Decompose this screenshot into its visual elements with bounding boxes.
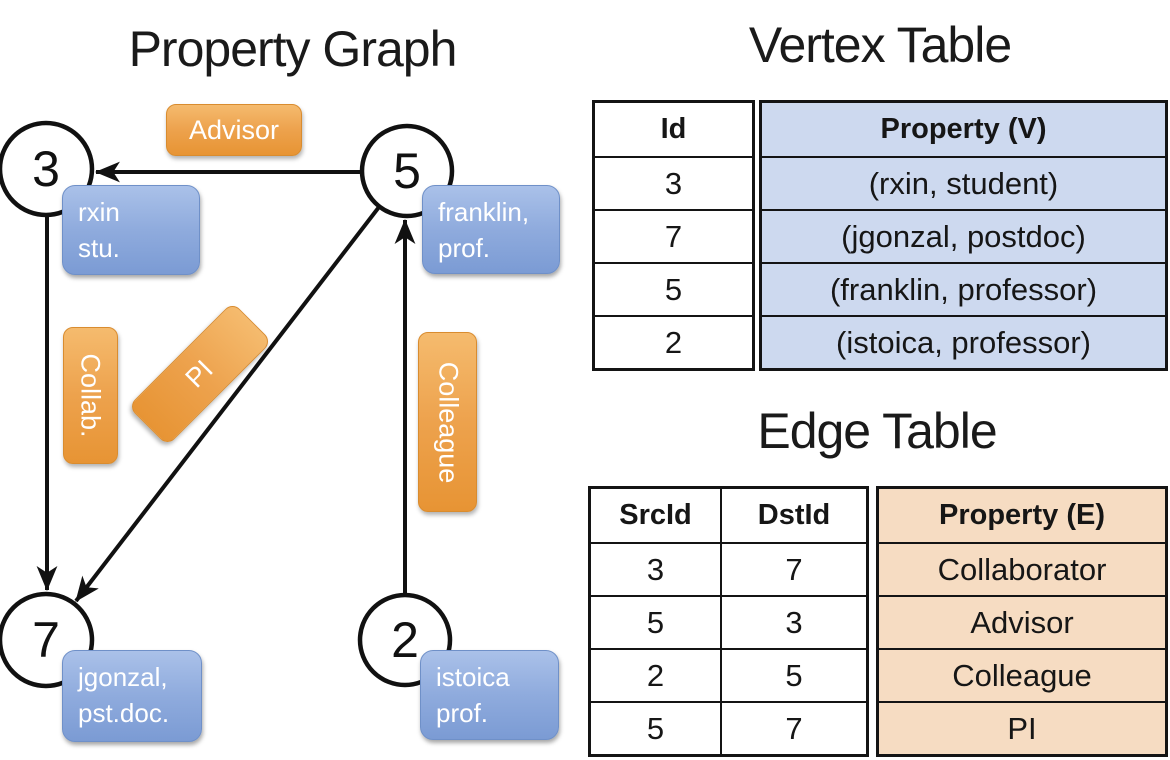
table-row: 2 5 [591,648,866,701]
vertex-label-7: jgonzal, pst.doc. [62,650,202,742]
vertex-label-3: rxin stu. [62,185,200,275]
table-cell: (jgonzal, postdoc) [762,209,1165,262]
vertex-label-2: istoica prof. [420,650,559,740]
vertex-label-3-line2: stu. [78,233,120,263]
table-cell: 5 [646,604,665,640]
vertex-table-property-column: Property (V) (rxin, student) (jgonzal, p… [759,100,1168,371]
table-cell: (franklin, professor) [762,262,1165,315]
vertex-label-3-line1: rxin [78,197,120,227]
vertex-id-3: 3 [32,141,60,197]
table-cell: Advisor [879,595,1165,648]
edge-label-colleague-text: Colleague [433,361,463,483]
table-cell: 7 [595,209,752,262]
vertex-id-7: 7 [32,612,60,668]
vertex-label-2-line1: istoica [436,662,510,692]
table-cell: 3 [720,597,866,648]
edge-table-id-columns: SrcId DstId 3 7 5 3 2 5 5 7 [588,486,869,757]
vertex-label-7-line2: pst.doc. [78,698,170,728]
table-cell: Collaborator [879,542,1165,595]
table-cell: 7 [720,703,866,754]
table-cell: 3 [646,551,665,587]
table-cell: 2 [595,315,752,368]
vertex-table-title: Vertex Table [748,17,1012,73]
vertex-label-2-line2: prof. [436,698,489,728]
table-cell: Colleague [879,648,1165,701]
vertex-id-2: 2 [391,612,419,668]
vertex-label-5-line1: franklin, [438,197,530,227]
table-row: 5 3 [591,595,866,648]
edge-label-collab-text: Collab. [76,353,107,438]
vertex-id-5: 5 [393,143,421,199]
table-row: SrcId DstId [591,489,866,542]
table-cell: 7 [720,544,866,595]
vertex-label-5-line2: prof. [438,233,491,263]
edge-label-pi-text: PI [180,354,220,394]
edge-label-collab: Collab. [63,327,118,464]
vertex-label-7-line1: jgonzal, [78,662,168,692]
vertex-table-header-property: Property (V) [762,103,1165,156]
table-cell: (rxin, student) [762,156,1165,209]
table-cell: 3 [595,156,752,209]
table-cell: 2 [646,657,665,693]
vertex-table-id-column: Id 3 7 5 2 [592,100,755,371]
table-cell: 5 [720,650,866,701]
edge-table-title: Edge Table [757,403,997,459]
vertex-table-header-id: Id [660,113,687,145]
table-cell: (istoica, professor) [762,315,1165,368]
property-graph-title: Property Graph [128,21,458,77]
edge-arrow-5-to-7 [74,205,381,603]
edge-table-header-property: Property (E) [879,489,1165,542]
edge-table-property-column: Property (E) Collaborator Advisor Collea… [876,486,1168,757]
table-cell: 5 [646,710,665,746]
edge-label-advisor: Advisor [166,104,302,156]
vertex-label-5: franklin, prof. [422,185,560,274]
table-row: 3 7 [591,542,866,595]
edge-table-header-srcid: SrcId [619,499,692,531]
edge-label-advisor-text: Advisor [188,114,280,145]
table-cell: PI [879,701,1165,754]
edge-label-colleague: Colleague [418,332,477,512]
table-row: 5 7 [591,701,866,754]
edge-table-header-dstid: DstId [720,489,866,542]
table-cell: 5 [595,262,752,315]
